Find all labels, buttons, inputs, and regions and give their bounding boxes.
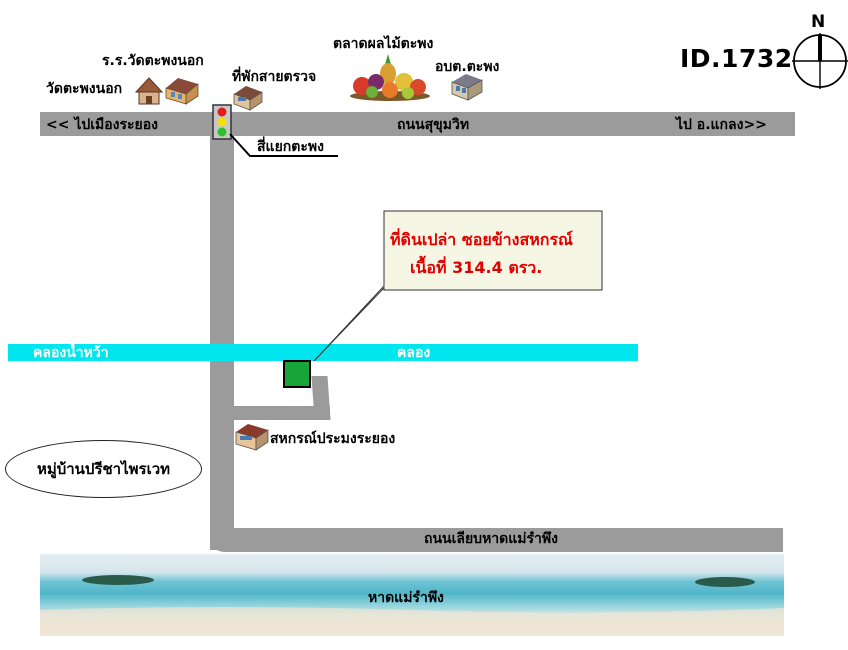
beach-label: หาดแม่รำพึง	[368, 590, 444, 606]
canal-left-label: คลองน้ำหว้า	[33, 345, 109, 361]
soi-horizontal	[234, 406, 330, 420]
sao-label: อบต.ตะพง	[435, 59, 500, 75]
office-icon	[451, 74, 483, 101]
side-road-vertical	[210, 112, 234, 550]
beach-road-label: ถนนเลียบหาดแม่รำพึง	[424, 531, 558, 547]
callout-line1: ที่ดินเปล่า ซอยข้างสหกรณ์	[390, 230, 573, 249]
intersection-label: สี่แยกตะพง	[257, 139, 324, 155]
school-label: ร.ร.วัดตะพงนอก	[102, 53, 204, 69]
intersection-pointer	[229, 133, 338, 157]
callout-line2: เนื้อที่ 314.4 ตรว.	[410, 258, 543, 277]
north-label: N	[811, 12, 826, 32]
traffic-light-icon	[212, 104, 232, 140]
fruit-basket-icon	[350, 54, 430, 101]
police-label: ที่พักสายตรวจ	[232, 69, 317, 85]
police-box-icon	[233, 86, 263, 111]
sukhumvit-label: ถนนสุขุมวิท	[397, 117, 470, 133]
temple-icon	[134, 77, 164, 105]
cooperative-icon	[235, 424, 269, 451]
sukhumvit-road	[40, 112, 795, 136]
to-klaeng-label: ไป อ.แกลง>>	[676, 117, 767, 133]
canal-right-label: คลอง	[397, 345, 431, 361]
fruit-market-label: ตลาดผลไม้ตะพง	[333, 36, 434, 52]
school-icon	[165, 78, 199, 105]
beach-photo: หาดแม่รำพึง	[40, 554, 784, 636]
cooperative-label: สหกรณ์ประมงระยอง	[270, 431, 396, 447]
to-rayong-label: << ไปเมืองระยอง	[46, 117, 159, 133]
canal	[8, 344, 638, 361]
village-label: หมู่บ้านปรีชาไพรเวท	[36, 460, 171, 478]
village-ellipse: หมู่บ้านปรีชาไพรเวท	[5, 440, 202, 498]
beach-road	[210, 528, 783, 552]
land-plot-marker	[283, 360, 311, 388]
id-label: ID.1732	[680, 44, 793, 73]
compass-icon	[792, 33, 848, 89]
temple-label: วัดตะพงนอก	[46, 81, 123, 97]
